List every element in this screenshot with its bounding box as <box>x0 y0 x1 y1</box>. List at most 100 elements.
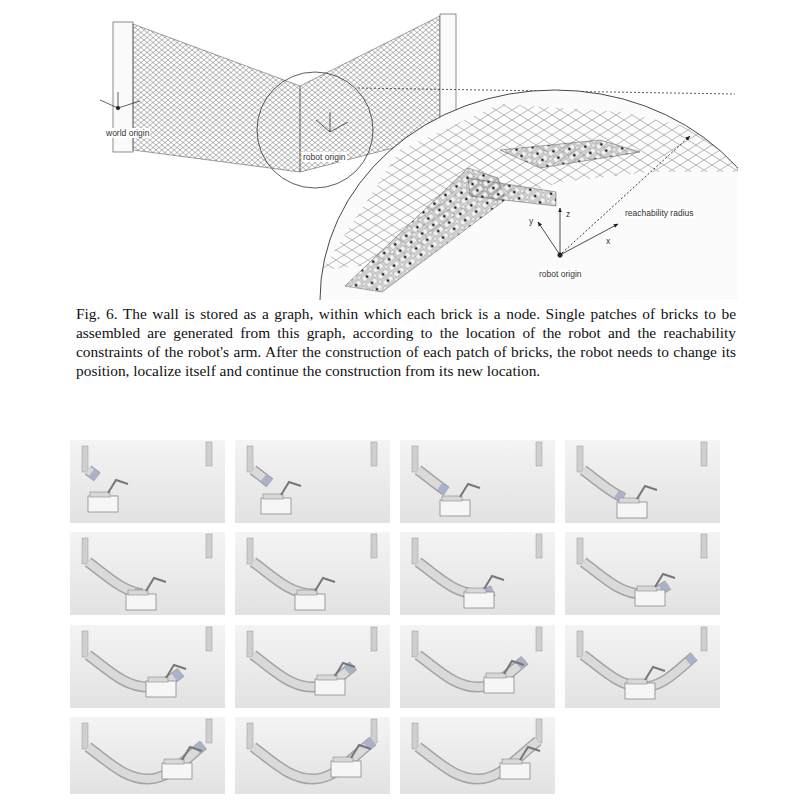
focus-circle <box>257 72 373 188</box>
svg-use <box>412 719 542 749</box>
svg-rect <box>565 625 720 708</box>
svg-line <box>316 120 330 132</box>
svg-path <box>418 464 538 502</box>
svg-path <box>88 741 208 779</box>
svg-use <box>412 534 542 564</box>
svg-line <box>118 92 119 108</box>
svg-g <box>70 440 225 523</box>
svg-path <box>418 649 538 687</box>
svg-path <box>253 649 373 687</box>
svg-path <box>583 464 703 502</box>
svg-rect <box>235 625 390 708</box>
svg-rect <box>565 440 720 523</box>
svg-g <box>400 532 555 615</box>
svg-path <box>418 649 538 687</box>
svg-g <box>70 532 225 615</box>
svg-rect <box>400 625 555 708</box>
label-holder: z <box>565 203 571 221</box>
svg-g <box>400 625 555 708</box>
svg-ellipse <box>320 90 738 300</box>
dimension-label: reachability radius <box>624 208 695 218</box>
label-holder: robot origin <box>538 263 583 281</box>
svg-use <box>247 627 377 657</box>
svg-path <box>253 741 373 779</box>
svg-use <box>635 574 675 606</box>
svg-use <box>261 482 301 514</box>
svg-polygon <box>322 104 738 270</box>
svg-use <box>440 484 480 516</box>
svg-line <box>560 208 561 255</box>
svg-g <box>565 440 720 523</box>
svg-rect <box>400 440 555 523</box>
svg-use <box>82 534 212 564</box>
origin-label: world origin <box>105 128 150 138</box>
svg-use <box>577 442 707 472</box>
svg-g <box>300 80 738 300</box>
svg-use <box>315 663 355 695</box>
robot-axes <box>538 208 618 257</box>
svg-g <box>565 625 720 708</box>
svg-use <box>500 747 540 779</box>
svg-rect <box>400 532 555 615</box>
svg-path <box>583 464 703 502</box>
svg-rect <box>400 717 555 794</box>
svg-g <box>70 625 225 708</box>
svg-use <box>162 747 202 779</box>
svg-rect <box>70 717 225 794</box>
svg-use <box>464 576 504 608</box>
svg-rect <box>70 532 225 615</box>
label-holder: robot origin <box>302 146 347 164</box>
svg-use <box>577 627 707 657</box>
svg-path <box>253 556 373 594</box>
svg-circle <box>116 106 120 110</box>
caption-holder: Fig. 6. The wall is stored as a graph, w… <box>76 304 736 380</box>
svg-use <box>82 719 212 749</box>
svg-polygon <box>133 24 300 172</box>
svg-path <box>253 556 373 594</box>
svg-use <box>247 442 377 472</box>
svg-use <box>126 578 166 610</box>
svg-path <box>253 649 373 687</box>
svg-use <box>146 665 186 697</box>
robot-origin-frame <box>316 112 348 132</box>
sequence-grid <box>70 440 720 794</box>
svg-g <box>400 440 555 523</box>
svg-g <box>70 717 225 794</box>
svg-rect <box>235 440 390 523</box>
reachability-arrow <box>562 136 690 253</box>
svg-g <box>565 532 720 615</box>
svg-path <box>418 464 538 502</box>
svg-rect <box>300 80 738 300</box>
svg-path <box>88 741 208 779</box>
svg-use <box>247 719 377 749</box>
svg-path <box>88 741 208 779</box>
svg-path <box>253 741 373 779</box>
svg-path <box>253 741 373 779</box>
svg-line <box>100 100 118 108</box>
svg-rect <box>235 532 390 615</box>
svg-g <box>400 717 555 794</box>
axis-label: y <box>528 216 534 226</box>
svg-path <box>418 649 538 687</box>
origin-label: robot origin <box>302 152 347 162</box>
svg-line <box>330 112 331 132</box>
svg-polygon <box>500 140 640 168</box>
svg-path <box>418 464 538 502</box>
svg-g <box>235 532 390 615</box>
svg-line <box>118 101 140 108</box>
svg-line <box>538 222 560 255</box>
svg-use <box>577 534 707 564</box>
label-holder: y <box>528 210 534 228</box>
label-holder: world origin <box>105 122 150 140</box>
svg-g <box>235 717 390 794</box>
magnified-view <box>300 80 738 300</box>
svg-rect <box>70 625 225 708</box>
svg-path <box>253 649 373 687</box>
svg-path <box>253 556 373 594</box>
origin-label: robot origin <box>538 269 583 279</box>
svg-rect <box>70 440 225 523</box>
axis-label: x <box>605 236 611 246</box>
